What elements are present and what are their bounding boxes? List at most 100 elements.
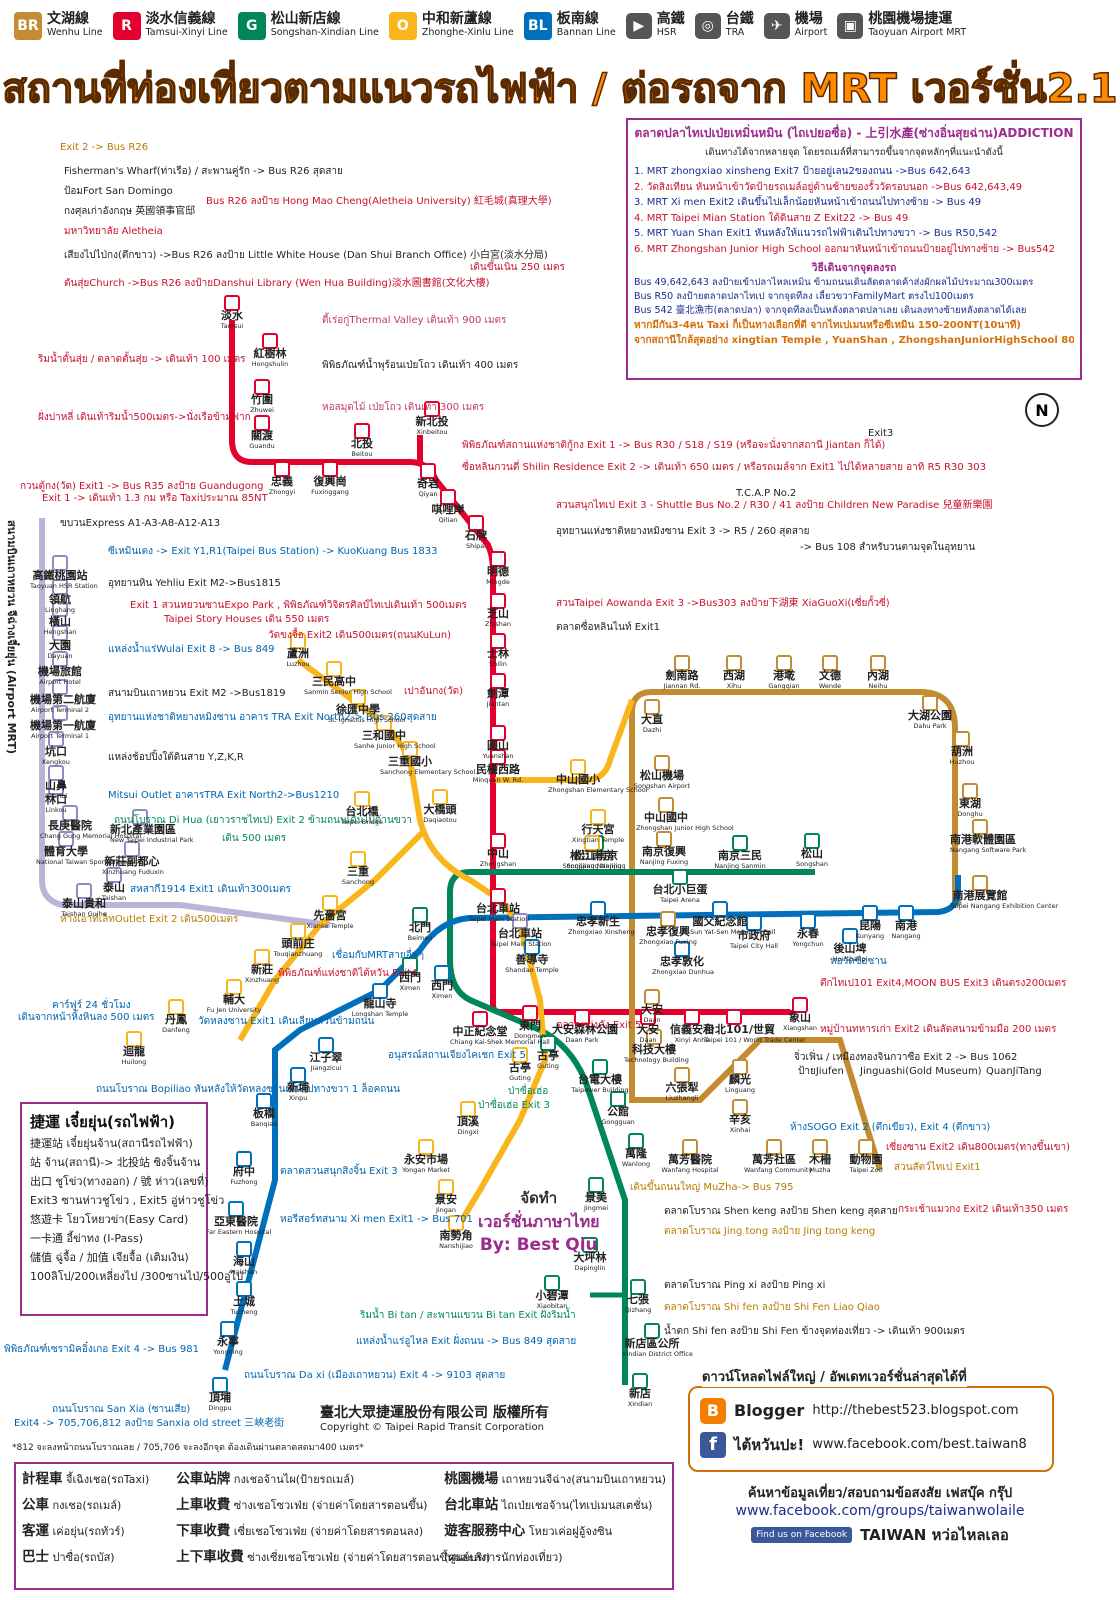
blogger-link[interactable]: B Blogger http://thebest523.blogspot.com bbox=[700, 1394, 1042, 1428]
group-url[interactable]: www.facebook.com/groups/taiwanwolaile bbox=[735, 1503, 1025, 1519]
facebook-link[interactable]: f ไต้หวันปะ! www.facebook.com/best.taiwa… bbox=[700, 1428, 1042, 1462]
